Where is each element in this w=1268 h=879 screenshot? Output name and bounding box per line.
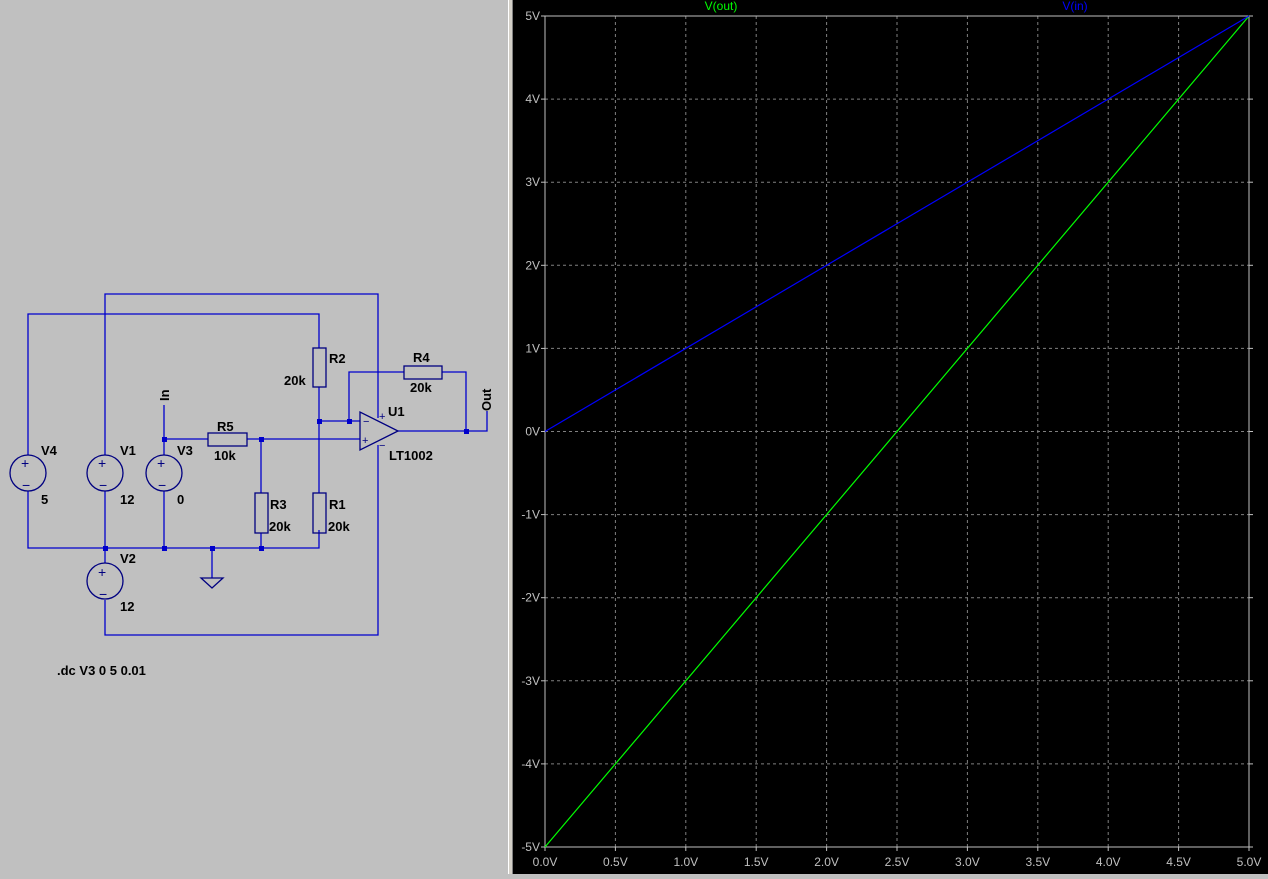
- opamp-u1[interactable]: [359, 410, 400, 452]
- wire-r4-right: [442, 371, 467, 431]
- plot-canvas[interactable]: 0.0V 0.5V 1.0V 1.5V 2.0V 2.5V 3.0V 3.5V 4.0V 4.5V…: [513, 0, 1268, 874]
- ground-symbol[interactable]: [199, 577, 225, 589]
- legend-entry-vin[interactable]: V(in): [1062, 0, 1087, 13]
- waveform-viewer[interactable]: 0.0V 0.5V 1.0V 1.5V 2.0V 2.5V 3.0V 3.5V 4.0V 4.5V…: [513, 0, 1268, 874]
- x-tick-label: 5.0V: [1237, 855, 1262, 869]
- y-tick-label: -4V: [521, 757, 540, 771]
- source-v3[interactable]: [145, 454, 183, 492]
- source-v1-plus: +: [98, 455, 106, 471]
- opamp-noninverting-pin: +: [362, 435, 368, 447]
- label-v4-ref: V4: [41, 443, 58, 458]
- pane-divider[interactable]: [508, 0, 513, 874]
- wire-v4-top: [27, 313, 320, 455]
- x-tick-label: 4.5V: [1166, 855, 1191, 869]
- wire-bottom-rail: [27, 491, 320, 549]
- label-v1-value: 12: [120, 492, 134, 507]
- x-tick-label: 1.5V: [744, 855, 769, 869]
- source-v2-plus: +: [98, 564, 106, 580]
- label-r1-value: 20k: [328, 519, 350, 534]
- label-r5-value: 10k: [214, 448, 236, 463]
- wire-r4-left: [348, 371, 404, 421]
- label-r4-ref: R4: [413, 350, 430, 365]
- wires: [27, 293, 488, 636]
- x-tick-label: 0.0V: [533, 855, 558, 869]
- y-tick-label: 5V: [525, 9, 540, 23]
- spice-directive[interactable]: .dc V3 0 5 0.01: [57, 663, 146, 678]
- label-r1-ref: R1: [329, 497, 346, 512]
- label-v4-value: 5: [41, 492, 48, 507]
- y-tick-label: 3V: [525, 175, 540, 189]
- junctions: [103, 419, 469, 551]
- plot-legend[interactable]: V(out) V(in): [705, 0, 1088, 13]
- opamp-vplus-pin: +: [379, 411, 385, 423]
- x-tick-label: 3.5V: [1025, 855, 1050, 869]
- y-tick-label: 0V: [525, 425, 540, 439]
- label-v1-ref: V1: [120, 443, 136, 458]
- wire-in-stub: [163, 405, 208, 440]
- plot-grid: [545, 16, 1249, 847]
- schematic-pane[interactable]: + − + − + − + − + − − + V4 5 V1 12 V3 0 …: [0, 0, 508, 874]
- label-r2-ref: R2: [329, 351, 346, 366]
- wire-v1-top: [104, 293, 379, 455]
- x-tick-label: 4.0V: [1096, 855, 1121, 869]
- plot-ticks: 0.0V 0.5V 1.0V 1.5V 2.0V 2.5V 3.0V 3.5V 4.0V 4.5V…: [521, 9, 1261, 869]
- label-r4-value: 20k: [410, 380, 432, 395]
- label-v2-value: 12: [120, 599, 134, 614]
- label-v3-value: 0: [177, 492, 184, 507]
- legend-entry-vout[interactable]: V(out): [705, 0, 738, 13]
- resistor-r1[interactable]: [312, 492, 327, 534]
- opamp-vminus-pin: −: [379, 440, 385, 452]
- y-tick-label: -2V: [521, 591, 540, 605]
- source-v4[interactable]: [9, 454, 47, 492]
- wire-out: [398, 411, 488, 432]
- wire-v2-bottom: [104, 445, 379, 636]
- source-v1-minus: −: [99, 477, 107, 493]
- label-v2-ref: V2: [120, 551, 136, 566]
- opamp-inverting-pin: −: [363, 416, 369, 428]
- plot-series: [544, 15, 1250, 848]
- source-v3-plus: +: [157, 455, 165, 471]
- y-tick-label: -1V: [521, 508, 540, 522]
- label-u1-ref: U1: [388, 404, 405, 419]
- resistor-r2[interactable]: [312, 347, 327, 388]
- y-tick-label: 2V: [525, 258, 540, 272]
- net-label-out[interactable]: Out: [479, 388, 494, 411]
- source-v4-minus: −: [22, 477, 30, 493]
- source-v4-plus: +: [21, 455, 29, 471]
- source-v3-minus: −: [158, 477, 166, 493]
- y-tick-label: 4V: [525, 92, 540, 106]
- label-r5-ref: R5: [217, 419, 234, 434]
- series-line-vout: [544, 15, 1250, 848]
- label-r3-ref: R3: [270, 497, 287, 512]
- net-label-in[interactable]: In: [157, 389, 172, 401]
- resistor-r4[interactable]: [403, 365, 443, 380]
- x-tick-label: 0.5V: [603, 855, 628, 869]
- source-v2[interactable]: [86, 562, 124, 600]
- source-v2-minus: −: [99, 586, 107, 602]
- y-tick-label: 1V: [525, 341, 540, 355]
- label-v3-ref: V3: [177, 443, 193, 458]
- resistor-r5[interactable]: [207, 432, 248, 447]
- label-u1-value: LT1002: [389, 448, 433, 463]
- label-r3-value: 20k: [269, 519, 291, 534]
- schematic-canvas[interactable]: + − + − + − + − + − − + V4 5 V1 12 V3 0 …: [0, 0, 508, 874]
- y-tick-label: -5V: [521, 840, 540, 854]
- y-tick-label: -3V: [521, 674, 540, 688]
- x-tick-label: 1.0V: [673, 855, 698, 869]
- label-r2-value: 20k: [284, 373, 306, 388]
- series-line-vin: [544, 15, 1250, 433]
- source-v1[interactable]: [86, 454, 124, 492]
- x-tick-label: 3.0V: [955, 855, 980, 869]
- resistor-r3[interactable]: [254, 492, 269, 534]
- x-tick-label: 2.5V: [885, 855, 910, 869]
- x-tick-label: 2.0V: [814, 855, 839, 869]
